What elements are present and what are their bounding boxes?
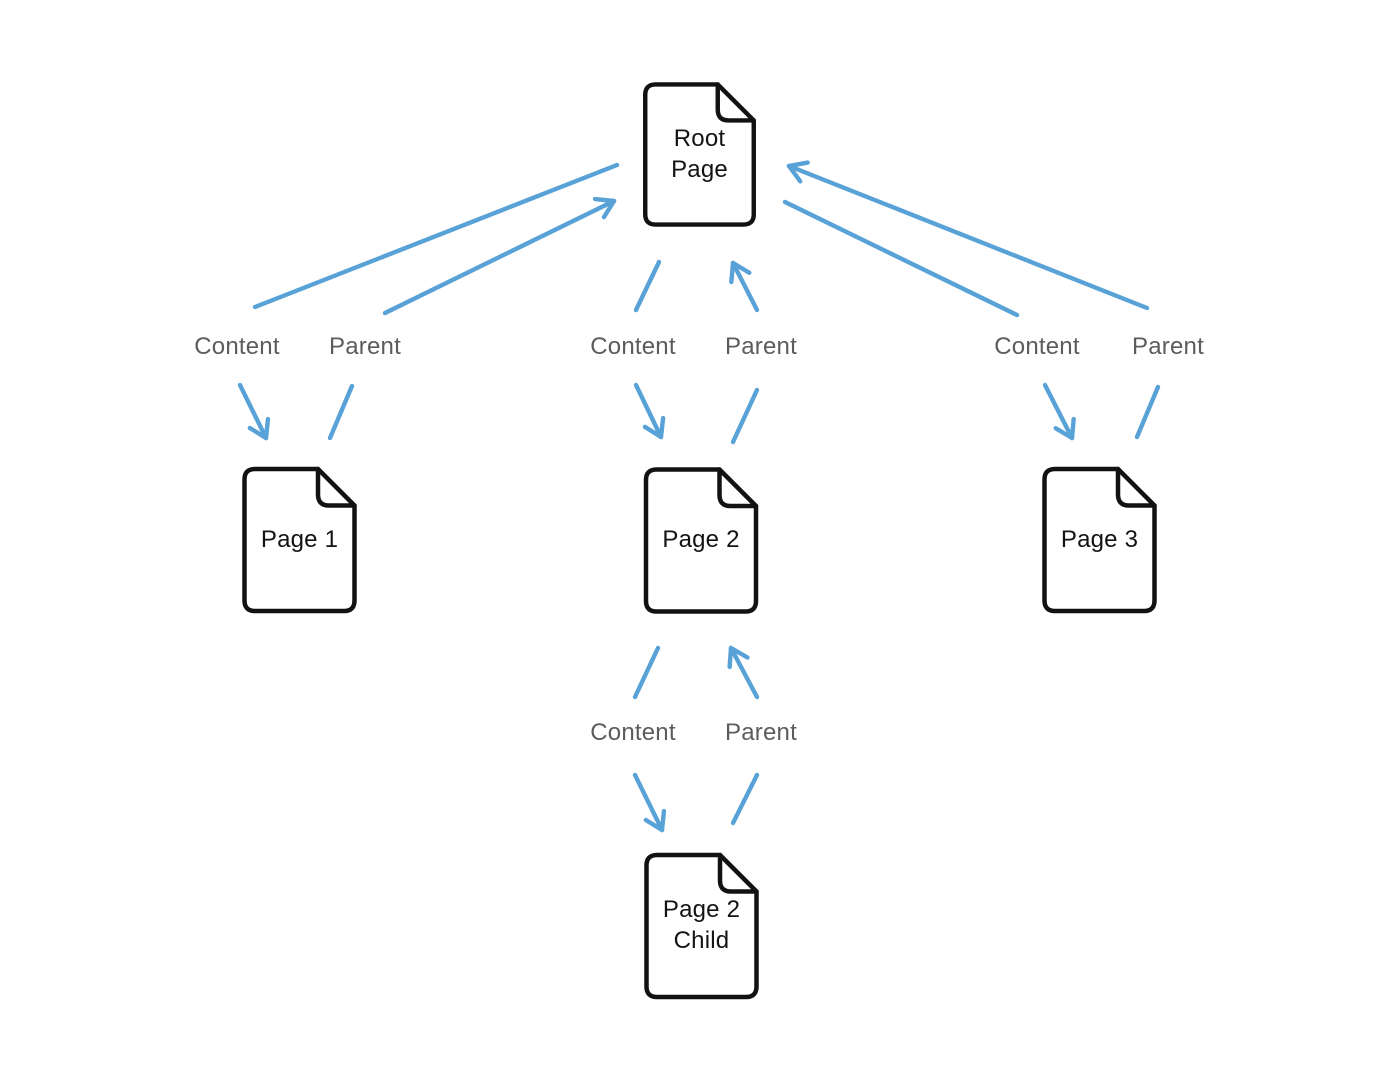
document-icon [643,82,756,227]
document-icon [644,852,759,1000]
node-label-page-2: Page 2 [662,526,740,554]
arrow-parent-page3-to-label [1134,384,1161,440]
arrow-content-root-to-label-left [252,162,620,310]
arrow-content-root-to-label-right [782,199,1020,318]
arrow-content-label-to-page3 [1042,382,1076,441]
document-icon [643,467,759,614]
edge-label-bottom-content: Content [590,719,676,746]
arrow-parent-label-to-root-mid [729,260,760,313]
edge-label-right-content: Content [994,333,1080,360]
node-page-2: Page 2 [642,466,760,615]
node-label-root-page: Root Page [671,124,728,183]
arrow-parent-label-to-root-right [786,160,1150,311]
edge-label-left-content: Content [194,333,280,360]
node-root-page: Root Page [641,81,758,228]
arrow-parent-page1-to-label [327,383,355,441]
arrow-content-label-to-page1 [237,382,271,441]
node-page-3: Page 3 [1041,465,1158,615]
arrow-parent-label-to-page2 [727,645,760,700]
document-icon [242,466,357,614]
arrow-parent-label-to-root-left [382,196,617,316]
node-page-1: Page 1 [241,465,358,615]
edge-label-right-parent: Parent [1132,333,1204,360]
arrow-parent-page2-to-label [730,387,760,445]
edge-label-mid-parent: Parent [725,333,797,360]
node-page-2-child: Page 2 Child [643,851,760,1001]
arrow-parent-child-to-label [730,772,760,826]
document-icon [1042,466,1157,614]
edge-label-left-parent: Parent [329,333,401,360]
edge-label-mid-content: Content [590,333,676,360]
arrow-content-label-to-page2 [633,382,666,440]
arrow-content-page2-to-label [632,645,661,700]
node-label-page-1: Page 1 [260,525,339,553]
node-label-page-3: Page 3 [1060,525,1139,553]
arrow-content-root-to-label-mid [633,259,662,313]
arrow-content-label-to-child [632,772,667,833]
edge-label-bottom-parent: Parent [725,719,797,746]
node-label-page-2-child: Page 2 Child [662,896,741,954]
